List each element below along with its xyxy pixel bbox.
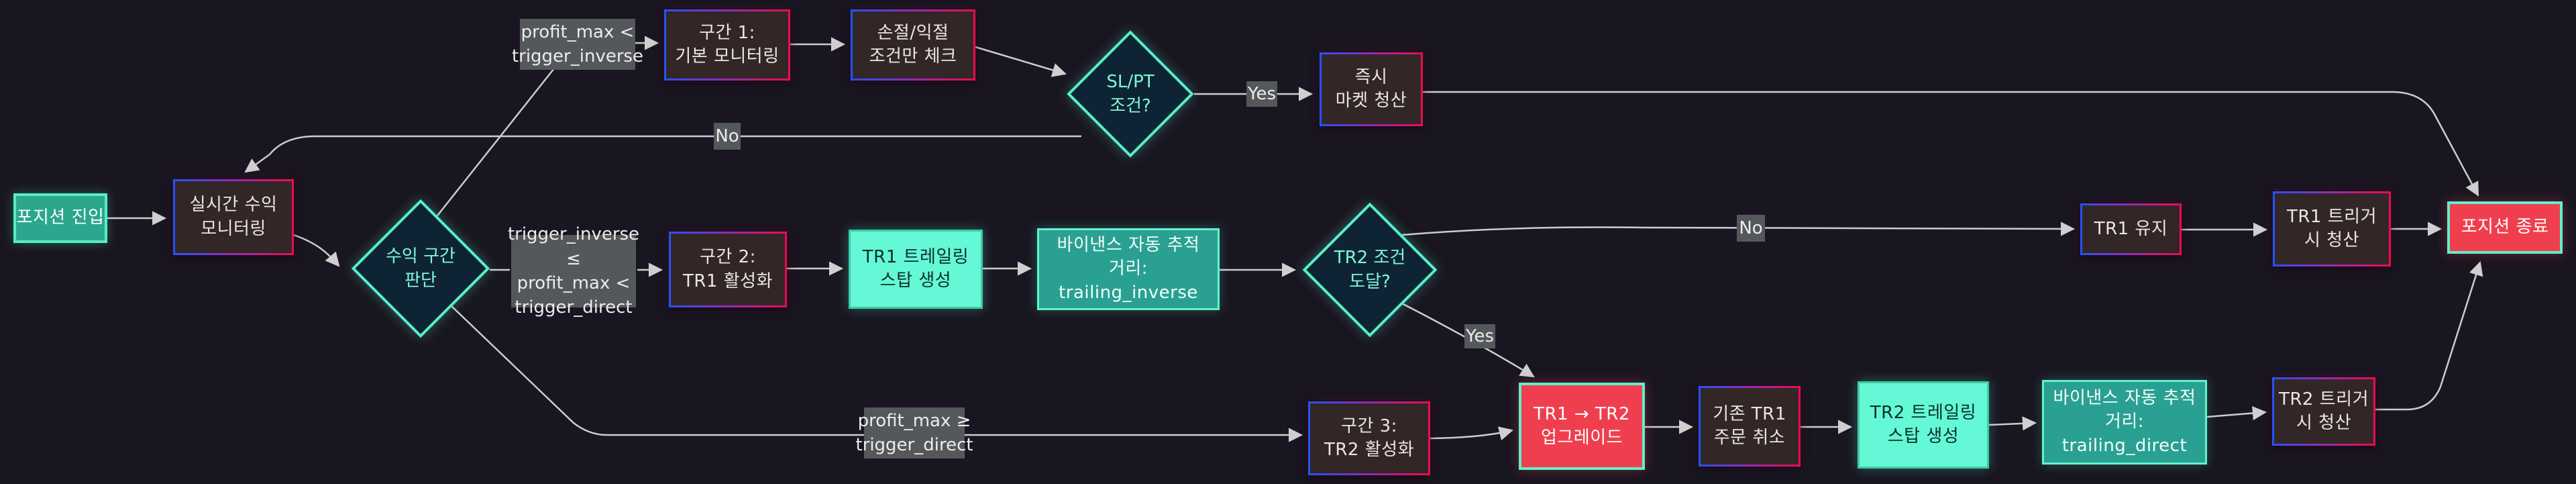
edge-decision-tr2-no-to-tr1-keep <box>1401 222 2076 236</box>
edge-label-yes-slpt: Yes <box>1246 81 1277 107</box>
edge-label-profit-max-ge-trigger-direct: profit_max ≥ trigger_direct <box>855 407 973 458</box>
edge-label-trigger-inverse-range: trigger_inverse ≤ profit_max < trigger_d… <box>507 224 640 318</box>
node-zone1-basic-monitoring: 구간 1: 기본 모니터링 <box>664 9 790 81</box>
node-tr2-trailing-stop-create: TR2 트레일링 스탑 생성 <box>1858 381 1989 469</box>
node-slpt-check-only: 손절/익절 조건만 체크 <box>851 9 975 81</box>
edge-label-profit-max-lt-trigger-inverse: profit_max < trigger_inverse <box>512 19 643 70</box>
edge-tr2-trigger-to-end <box>2375 260 2483 411</box>
node-zone2-tr1-activate: 구간 2: TR1 활성화 <box>669 232 787 307</box>
node-tr1-trailing-stop-create: TR1 트레일링 스탑 생성 <box>849 230 983 309</box>
edge-binance-direct-to-tr2-trigger <box>2206 405 2267 421</box>
edge-slpt-check-to-decision-slpt <box>975 46 1067 77</box>
edge-label-yes-tr2: Yes <box>1464 324 1495 348</box>
edge-tr2-create-to-binance-direct <box>1988 416 2037 431</box>
edge-zone3-to-upgrade <box>1430 426 1514 440</box>
edge-label-no-tr2: No <box>1737 215 1765 242</box>
node-binance-trailing-inverse: 바이낸스 자동 추적 거리: trailing_inverse <box>1037 228 1220 310</box>
edge-label-no-slpt: No <box>714 123 741 150</box>
node-zone3-tr2-activate: 구간 3: TR2 활성화 <box>1308 401 1430 475</box>
node-position-close: 포지션 종료 <box>2447 201 2563 254</box>
edge-monitor-to-decision-zone <box>293 234 340 267</box>
decision-tr2-condition-label: TR2 조건 도달? <box>1334 247 1406 292</box>
node-realtime-profit-monitoring: 실시간 수익 모니터링 <box>173 179 294 255</box>
edge-decision-zone-to-zone1-a <box>432 68 555 222</box>
decision-profit-zone-label: 수익 구간 판단 <box>386 246 455 291</box>
node-binance-trailing-direct: 바이낸스 자동 추적 거리: trailing_direct <box>2042 380 2207 465</box>
node-tr1-trigger-close: TR1 트리거 시 청산 <box>2273 191 2391 267</box>
node-tr2-trigger-close: TR2 트리거 시 청산 <box>2272 377 2375 446</box>
edge-market-close-to-end <box>1423 91 2479 197</box>
node-tr1-to-tr2-upgrade: TR1 → TR2 업그레이드 <box>1519 383 1645 470</box>
node-position-entry: 포지션 진입 <box>13 193 107 243</box>
edge-decision-slpt-no-to-monitor <box>244 135 1081 173</box>
node-tr1-keep: TR1 유지 <box>2080 203 2182 255</box>
node-cancel-existing-tr1-order: 기존 TR1 주문 취소 <box>1699 386 1801 467</box>
decision-slpt-condition-label: SL/PT 조건? <box>1106 71 1155 116</box>
edge-decision-zone-to-zone3 <box>450 305 1303 442</box>
node-immediate-market-close: 즉시 마켓 청산 <box>1320 52 1423 126</box>
